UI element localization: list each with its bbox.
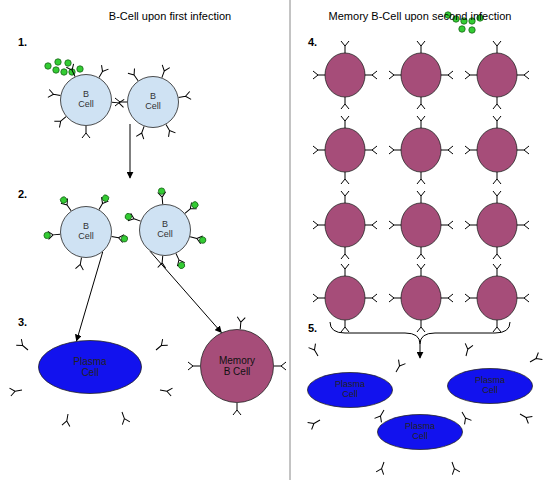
cell-text-wrap: B Cell — [60, 206, 112, 258]
differentiation-arrow — [150, 251, 221, 332]
cell-label: Plasma Cell — [70, 356, 110, 378]
cell-body — [201, 330, 274, 403]
cell-body — [378, 415, 463, 450]
free-antibodies — [308, 343, 543, 474]
b-cell: B Cell — [127, 76, 179, 128]
b-cell: B Cell — [60, 74, 112, 126]
cell-body — [448, 369, 533, 404]
cell-text-wrap: B Cell — [60, 74, 112, 126]
step-number: 4. — [308, 36, 328, 48]
cell-label: Plasma Cell — [332, 380, 368, 400]
cell-body — [140, 205, 191, 256]
cell-label: Plasma Cell — [402, 422, 438, 442]
cell-text-wrap: Plasma Cell — [447, 368, 533, 404]
panel-title: B-Cell upon first infection — [70, 10, 270, 22]
cell-text-wrap: B Cell — [139, 204, 191, 256]
free-antibodies — [9, 339, 172, 426]
cell-label: B Cell — [77, 222, 95, 242]
cell-body — [61, 75, 112, 126]
panel-title: Memory B-Cell upon second infection — [300, 10, 540, 22]
cell-body — [308, 373, 393, 408]
cell-text-wrap: Plasma Cell — [307, 372, 393, 408]
stage-arrow — [420, 344, 421, 358]
step-number: 5. — [308, 322, 328, 334]
step-number: 2. — [18, 188, 38, 200]
cell-label: B Cell — [77, 90, 95, 110]
plasma-cell: Plasma Cell — [447, 368, 533, 404]
b-cell: B Cell — [60, 206, 112, 258]
memory-b-cell: Memory B Cell — [200, 329, 274, 403]
plasma-cell: Plasma Cell — [307, 372, 393, 408]
cell-body — [128, 77, 179, 128]
b-cell-receptors — [48, 64, 191, 139]
cell-body — [39, 341, 142, 394]
grouping-bracket — [330, 322, 510, 344]
cell-body — [61, 207, 112, 258]
cell-text-wrap: Plasma Cell — [377, 414, 463, 450]
bound-receptors — [44, 188, 207, 271]
cell-text-wrap: B Cell — [127, 76, 179, 128]
cell-label: Plasma Cell — [472, 376, 508, 396]
plasma-cell: Plasma Cell — [377, 414, 463, 450]
b-cell: B Cell — [139, 204, 191, 256]
step-number: 3. — [18, 316, 38, 328]
step-number: 1. — [18, 36, 38, 48]
memory-cell-grid — [313, 41, 529, 332]
panel-divider — [290, 0, 291, 480]
antigen-cluster — [45, 59, 83, 75]
memory-receptors — [188, 317, 286, 415]
cell-label: Memory B Cell — [216, 355, 258, 377]
cell-label: B Cell — [156, 220, 174, 240]
cell-label: B Cell — [144, 92, 162, 112]
stage-arrow — [130, 124, 131, 178]
plasma-cell: Plasma Cell — [38, 340, 142, 394]
cell-text-wrap: Memory B Cell — [200, 329, 274, 403]
cell-text-wrap: Plasma Cell — [38, 340, 142, 394]
differentiation-arrow — [77, 252, 103, 341]
